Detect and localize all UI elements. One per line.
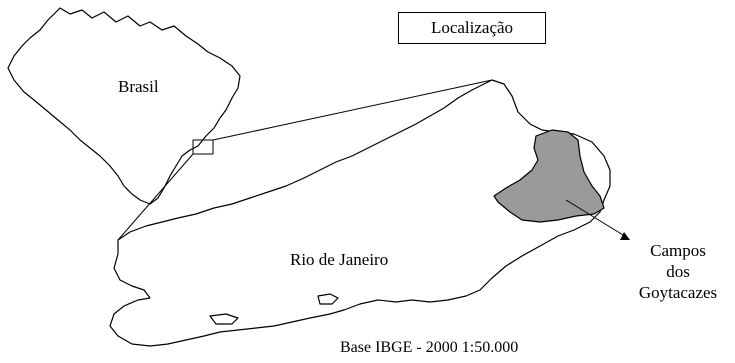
island-2 bbox=[209, 313, 239, 325]
map-title: Localização bbox=[430, 18, 514, 37]
connector-line-bottom bbox=[117, 153, 194, 241]
city-label: Campos dos Goytacazes bbox=[628, 240, 728, 303]
island-1 bbox=[317, 293, 339, 305]
city-pointer-arrowhead bbox=[620, 232, 630, 240]
city-pointer-line bbox=[565, 199, 629, 239]
city-label-line-2: dos bbox=[666, 262, 690, 281]
inset-rectangle bbox=[192, 139, 214, 155]
city-label-line-3: Goytacazes bbox=[638, 283, 718, 302]
city-label-line-1: Campos bbox=[650, 241, 706, 260]
map-title-box: Localização bbox=[398, 12, 546, 44]
map-source: Base IBGE - 2000 1:50.000 bbox=[340, 339, 519, 356]
connector-line-top bbox=[212, 79, 493, 141]
brazil-outline bbox=[7, 7, 241, 205]
state-label: Rio de Janeiro bbox=[290, 250, 389, 269]
country-label: Brasil bbox=[118, 77, 159, 96]
campos-dos-goytacazes-area bbox=[493, 129, 605, 223]
